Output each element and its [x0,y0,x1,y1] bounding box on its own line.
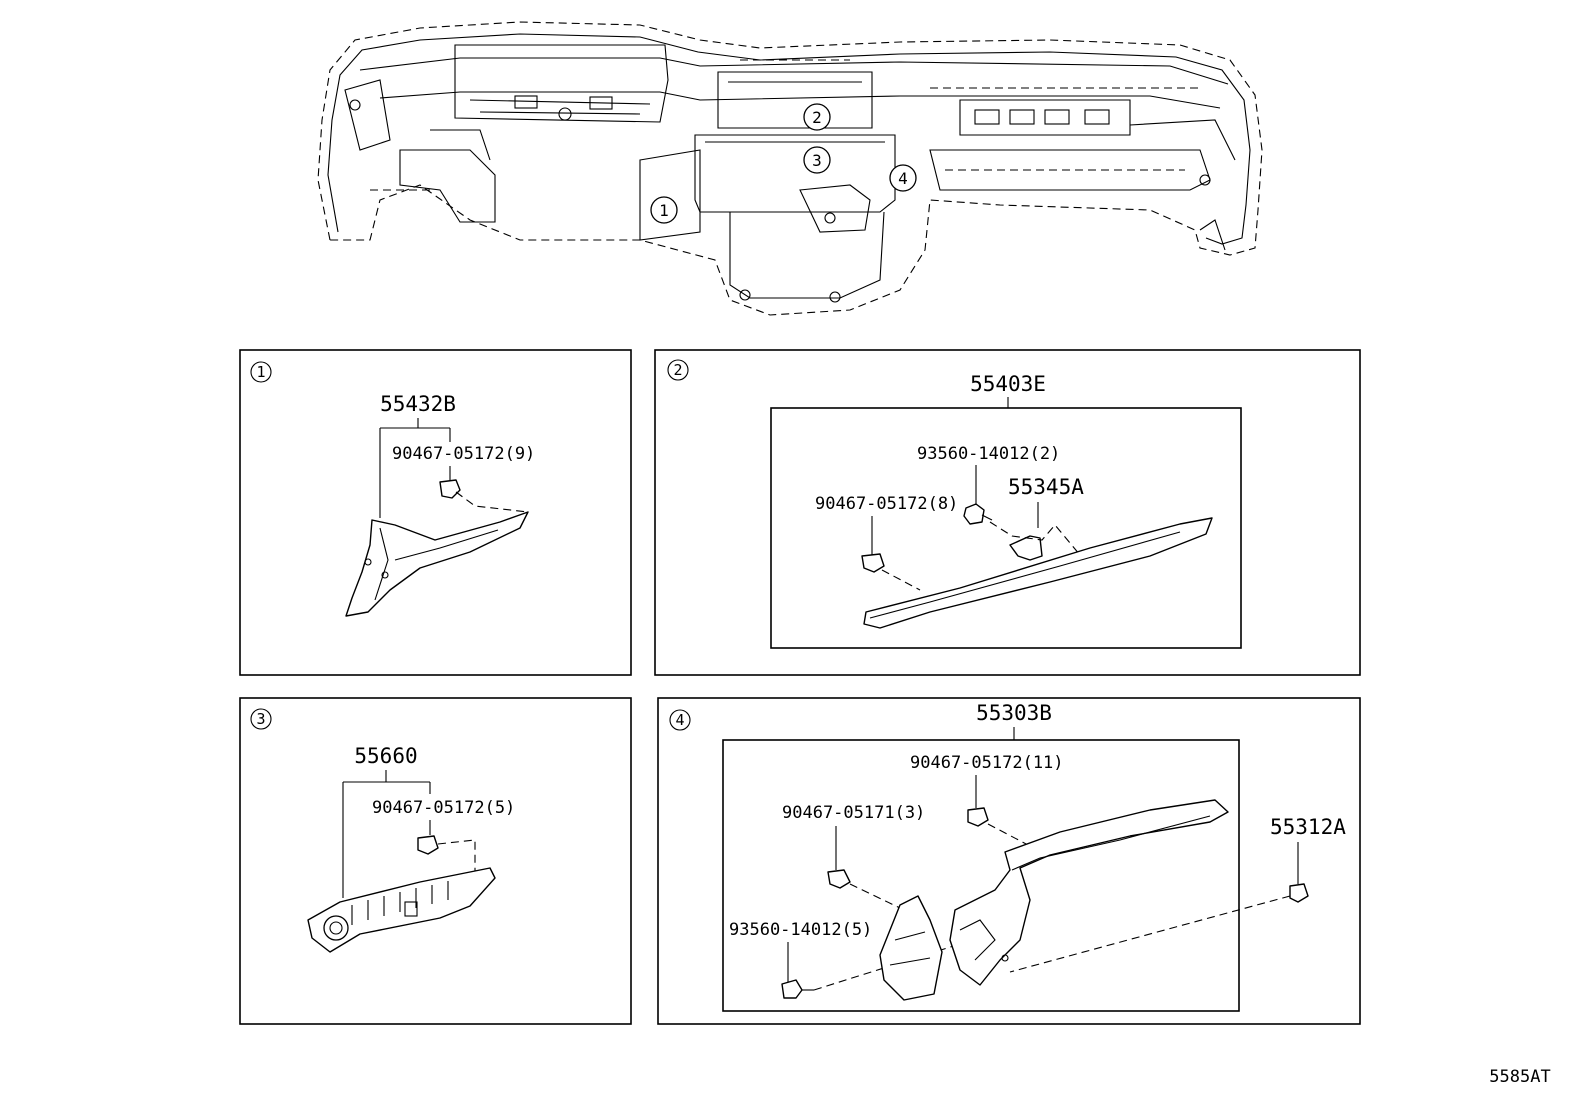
bracket-icon [1009,535,1043,561]
clip-part-number[interactable]: 90467-05172(5) [372,798,515,818]
assembly-part-number[interactable]: 55432B [380,392,456,416]
screw-part-number[interactable]: 93560-14012(2) [917,444,1060,464]
panel-number-badge [250,708,272,730]
clip-icon [967,807,989,827]
panel-number: 4 [675,711,684,729]
panel-1: 1 55432B 90467-05172(9) [239,349,632,676]
overview-callout-4[interactable]: 4 [889,164,917,192]
clip-icon [417,835,439,855]
instrument-panel-overview [317,21,1263,316]
panel-number: 1 [256,363,265,381]
svg-text:3: 3 [812,151,822,170]
svg-text:4: 4 [898,169,908,188]
clip-icon [1289,883,1309,903]
panel-3: 3 55660 90467-05172(5) [239,697,632,1025]
panel-number-badge [250,361,272,383]
clip-icon [861,553,885,573]
clip-icon [439,479,461,499]
panel-number-badge [669,709,691,731]
screw-part-number[interactable]: 93560-14012(5) [729,920,872,940]
clip-part-number[interactable]: 90467-05172(8) [815,494,958,514]
assembly-part-number[interactable]: 55403E [970,372,1046,396]
clip-part-number[interactable]: 90467-05172(9) [392,444,535,464]
lower-cover-55303b [949,799,1229,986]
panel-number: 2 [673,361,682,379]
figure-code: 5585AT [1489,1067,1550,1087]
panel-number: 3 [256,710,265,728]
overview-callout-3[interactable]: 3 [803,146,831,174]
outside-part-number[interactable]: 55312A [1270,815,1346,839]
panel-number-badge [667,359,689,381]
garnish-55432b [345,511,529,617]
svg-text:2: 2 [812,108,822,127]
assembly-part-number[interactable]: 55303B [976,701,1052,725]
panel-4: 4 55303B 90467-05172(11) 90467-05171(3) … [657,697,1361,1025]
svg-text:1: 1 [659,201,669,220]
clip-part-number[interactable]: 90467-05171(3) [782,803,925,823]
assembly-part-number[interactable]: 55660 [354,744,417,768]
screw-icon [963,503,985,525]
panel-2: 2 55403E 93560-14012(2) 90467-05172(8) 5… [654,349,1361,676]
overview-callout-2[interactable]: 2 [803,103,831,131]
clip-icon [827,869,851,889]
screw-icon [781,979,803,999]
garnish-strip-55403e [863,517,1213,629]
bracket-part-number[interactable]: 55345A [1008,475,1084,499]
clip-part-number[interactable]: 90467-05172(11) [910,753,1064,773]
overview-callout-1[interactable]: 1 [650,196,678,224]
bracket-icon [879,895,943,1001]
